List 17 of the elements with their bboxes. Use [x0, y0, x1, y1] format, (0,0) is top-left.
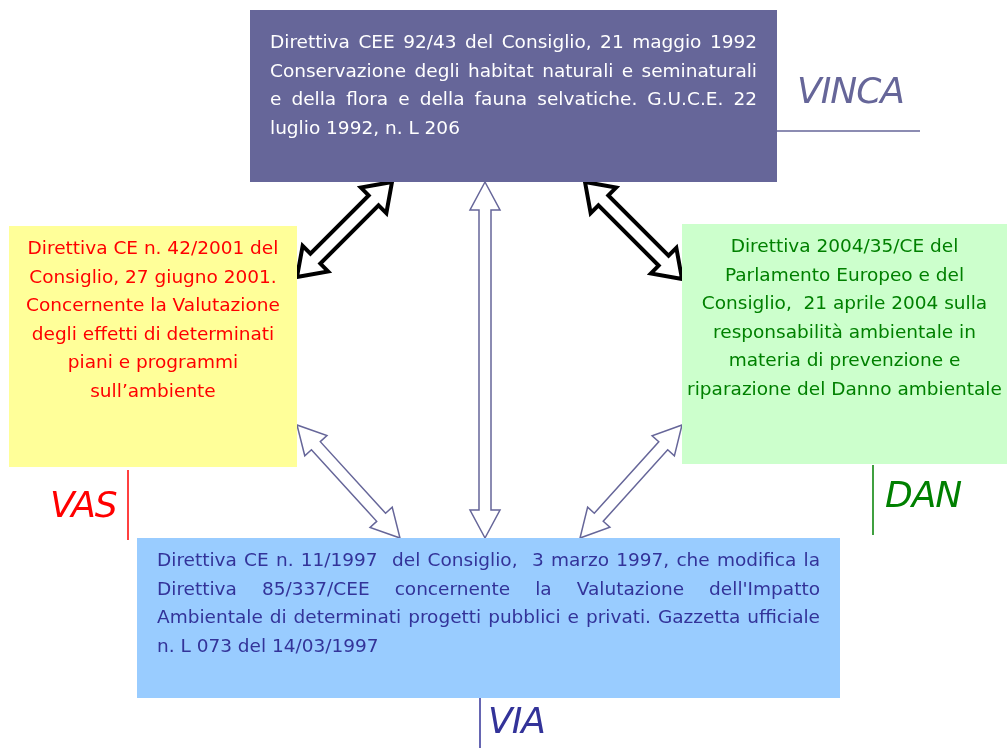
directive-box: [250, 10, 777, 182]
directive-box: [9, 226, 297, 467]
acronym-label: VINCA: [797, 70, 904, 111]
double-arrow: [468, 180, 502, 540]
double-arrow: [295, 423, 402, 540]
acronym-label: VIA: [488, 700, 545, 741]
directive-text: Direttiva CE n. 11/1997 del Consiglio, 3 marzo 1997, che modifica la Direttiva 85/337/CEE concernente la Valutazione dell'Impatto Ambientale di determinati progetti pubblici e privati. Gazzetta ufficiale n. L 073 del 14/03/1997: [157, 548, 820, 658]
directive-text: Direttiva 2004/35/CE del Parlamento Europeo e del Consiglio, 21 aprile 2004 sulla responsabilità ambientale in materia di prevenzione e riparazione del Danno ambientale: [686, 234, 1003, 401]
directive-box: [137, 538, 840, 698]
double-arrow: [294, 179, 395, 280]
acronym-label: VAS: [50, 484, 117, 525]
double-arrow: [578, 423, 684, 540]
double-arrow: [582, 179, 685, 282]
directive-text: Direttiva CE n. 42/2001 del Consiglio, 27 giugno 2001. Concernente la Valutazione degli effetti di determinati piani e programmi sull’ambiente: [25, 236, 281, 403]
directive-box: [682, 224, 1007, 464]
directive-text: Direttiva CEE 92/43 del Consiglio, 21 maggio 1992 Conservazione degli habitat naturali e seminaturali e della flora e della fauna selvatiche. G.U.C.E. 22 luglio 1992, n. L 206: [270, 30, 757, 140]
acronym-label: DAN: [885, 474, 962, 515]
